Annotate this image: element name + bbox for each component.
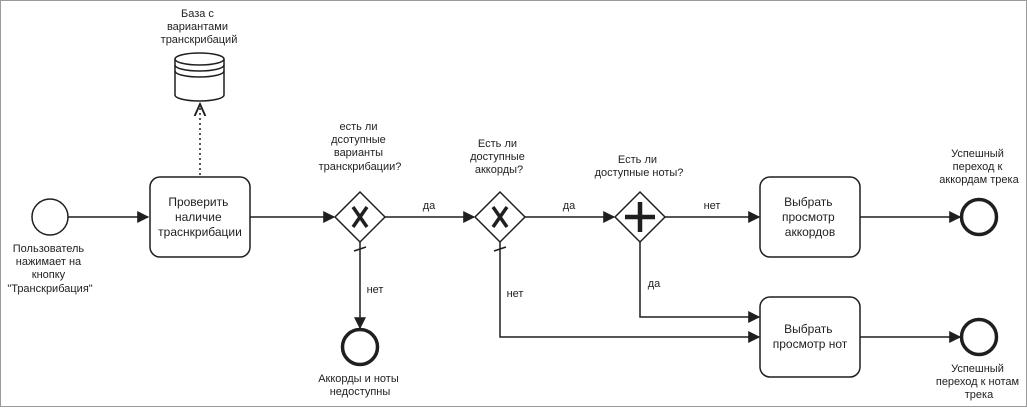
parallel-plus-icon [625,202,655,232]
end-event-unavailable [340,327,380,367]
default-flow-marker-1 [353,246,367,252]
end-unavailable-label: Аккорды и ноты недоступны [318,373,402,398]
end-chords-label: Успешный переход к аккордам трека [939,148,1019,186]
end-event-notes [959,317,999,357]
gateway-2-yes-label: да [563,200,576,212]
gateway-3-yes-label: да [648,278,661,290]
task-check-transcription [149,176,251,258]
task-select-notes [759,296,861,378]
flow-gateway-2-no [499,242,761,343]
start-event-label: Пользователь нажимает на кнопку "Транскр… [7,243,92,295]
gateway-2-label: Есть ли доступные аккорды? [470,138,528,176]
task-check-label: Проверить наличие траснкрибации [158,195,242,239]
task-notes-label: Выбрать просмотр нот [773,322,848,351]
end-notes-label: Успешный переход к нотам трека [936,363,1022,401]
default-flow-marker-2 [493,246,507,252]
exclusive-x-icon-1 [351,205,369,229]
start-event [31,198,69,236]
gateway-1-label: есть ли дсотупные варианты транскрибации… [319,121,402,173]
exclusive-x-icon-2 [491,205,509,229]
gateway-3-label: Есть ли доступные ноты? [595,154,684,179]
data-store-label: База с вариантами транскрибаций [161,8,238,46]
gateway-1-no-label: нет [367,284,384,296]
task-chords-label: Выбрать просмотр аккордов [782,195,838,239]
end-event-chords [959,197,999,237]
gateway-2-no-label: нет [507,288,524,300]
database-icon [174,52,225,102]
task-select-chords [759,176,861,258]
flow-gateway-3-yes [639,242,761,323]
gateway-1-yes-label: да [423,200,436,212]
gateway-3-no-label: нет [704,200,721,212]
